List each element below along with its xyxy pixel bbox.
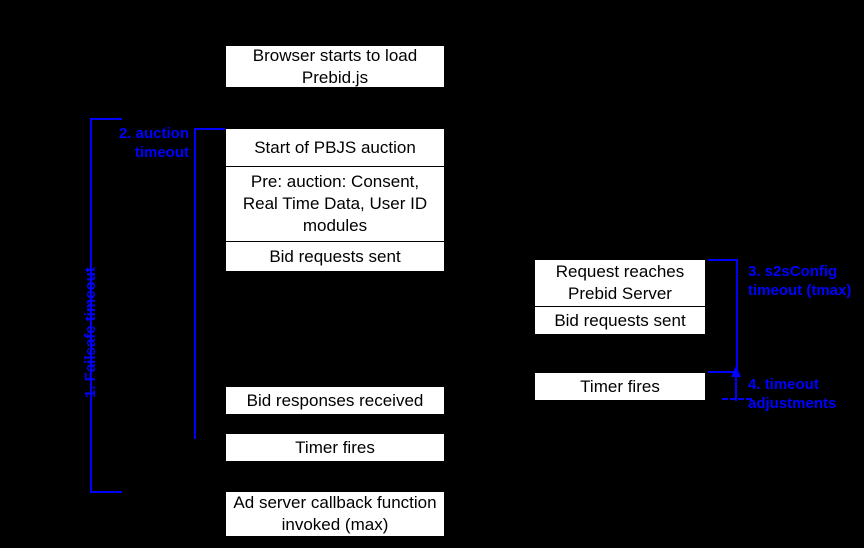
process-box-label: Request reaches Prebid Server [555,262,685,303]
process-box-auction-start: Start of PBJS auction [226,129,444,166]
s2sconfig-bracket-tick-bottom [708,371,738,373]
failsafe-bracket-tick-top [90,118,122,120]
failsafe-bracket-tick-bottom [90,491,122,493]
process-box-bid-requests-sent: Bid requests sent [226,241,444,271]
auction-timeout-bracket-tick-top [194,128,225,130]
process-box-browser-load: Browser starts to load Prebid.js [225,45,445,88]
process-box-timer-fires-client: Timer fires [225,433,445,462]
annotation-label-s2sconfig-timeout: 3. s2sConfig timeout (tmax) [748,263,852,299]
process-box-label: Timer fires [295,437,375,457]
process-box-label: Browser starts to load Prebid.js [252,45,418,87]
annotation-label-failsafe-timeout: 1. Failsafe timeout [82,267,99,398]
timeout-adjustments-up-arrow [731,366,741,401]
process-box-label: Pre: auction: Consent, Real Time Data, U… [242,172,428,235]
process-box-stack-auction: Start of PBJS auction Pre: auction: Cons… [225,128,445,272]
process-box-label: Ad server callback function invoked (max… [233,493,437,534]
process-box-label: Timer fires [580,376,660,396]
process-box-bid-responses-received: Bid responses received [225,386,445,415]
process-box-request-reaches-server: Request reaches Prebid Server [535,260,705,306]
auction-timeout-bracket-vertical [194,128,196,439]
process-box-pre-auction: Pre: auction: Consent, Real Time Data, U… [226,166,444,241]
process-box-server-bid-requests-sent: Bid requests sent [535,306,705,334]
process-box-label: Bid requests sent [554,310,686,330]
process-box-ad-server-callback: Ad server callback function invoked (max… [225,491,445,537]
process-box-label: Bid requests sent [269,246,401,266]
failsafe-bracket-vertical [90,118,92,493]
s2sconfig-bracket-tick-top [708,259,738,261]
s2sconfig-bracket-vertical [736,259,738,373]
process-box-stack-server: Request reaches Prebid Server Bid reques… [534,259,706,335]
annotation-label-auction-timeout: 2. auction timeout [118,125,189,161]
process-box-label: Start of PBJS auction [254,137,416,157]
annotation-label-timeout-adjustments: 4. timeout adjustments [748,376,837,412]
process-box-timer-fires-server: Timer fires [534,372,706,401]
process-box-label: Bid responses received [246,390,424,410]
